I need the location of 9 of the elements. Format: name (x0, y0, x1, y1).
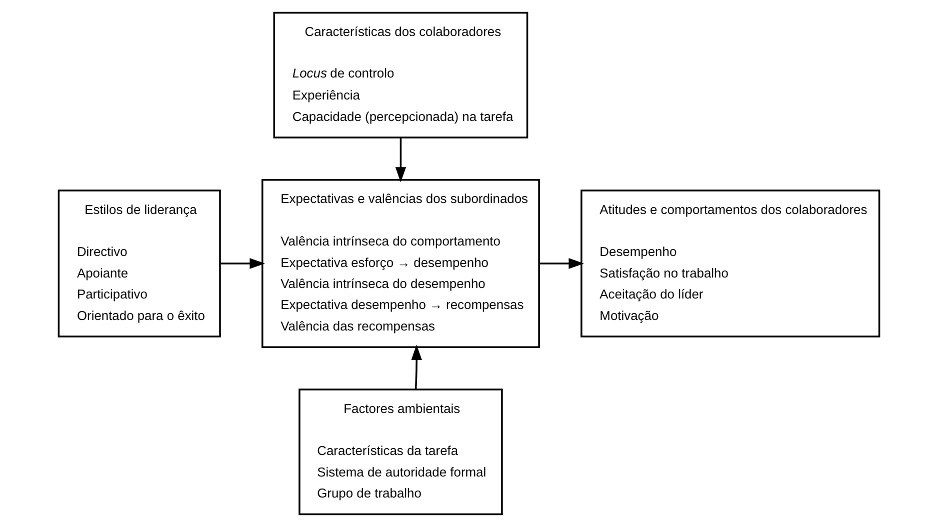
node-box: Estilos de liderança Directivo Apoiante Participativo Orientado para o êxito (58, 190, 221, 338)
arrow (539, 258, 584, 269)
arrow (411, 344, 422, 389)
node-box: Expectativas e valências dos subordinados Valência intrínseca do comportamento Expectativa esforço → desempenho Valência intrínseca do desempenho Expectativa desempenho → recompensas Valência das recompensas (262, 179, 540, 348)
node-box: Atitudes e comportamentos dos colaboradores Desempenho Satisfação no trabalho Aceitação do líder Motivação (580, 190, 880, 338)
node-box: Factores ambientais Características da tarefa Sistema de autoridade formal Grupo de trabalho (298, 388, 503, 516)
arrow (220, 258, 266, 269)
node-box: Características dos colaboradores Locus de controlo Experiência Capacidade (percepcionada) na tarefa (273, 12, 528, 138)
arrow (395, 138, 406, 182)
